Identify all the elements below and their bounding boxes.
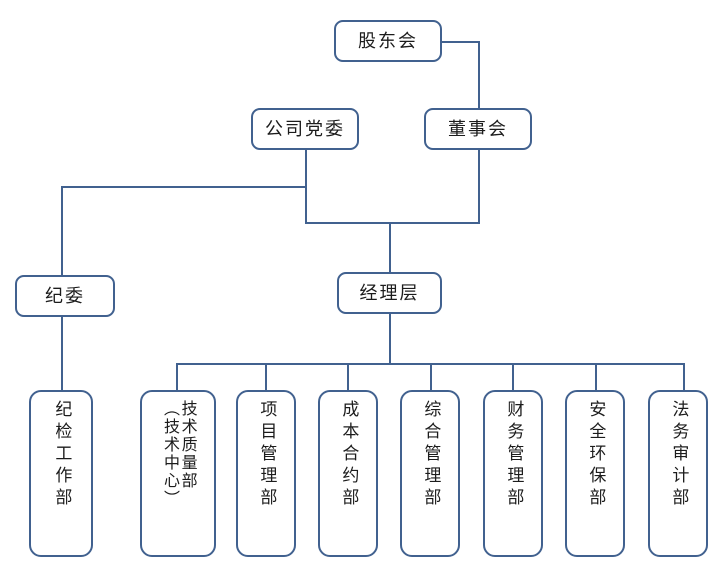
connector-shareholders-to-board-horizontal [442,41,480,43]
connector-drop-project-mgmt [265,363,267,390]
node-finance-mgmt-dept[interactable]: 财务管理部 [483,390,543,557]
connector-drop-finance-mgmt [512,363,514,390]
node-shareholders-meeting[interactable]: 股东会 [334,20,442,62]
node-board-of-directors[interactable]: 董事会 [424,108,532,150]
node-cost-contract-dept[interactable]: 成本合约部 [318,390,378,557]
connector-leadership-junction-bar [305,222,480,224]
node-legal-audit-dept[interactable]: 法务审计部 [648,390,708,557]
connector-drop-legal-audit [683,363,685,390]
connector-discipline-to-work-dept [61,317,63,390]
node-label: 项目管理部 [257,400,277,510]
node-label: 安全环保部 [586,400,606,510]
connector-to-management-stem [389,222,391,274]
connector-management-down [389,314,391,365]
node-party-committee[interactable]: 公司党委 [251,108,359,150]
node-label: 董事会 [448,118,508,139]
node-safety-env-dept[interactable]: 安全环保部 [565,390,625,557]
node-label: 财务管理部 [504,400,524,510]
node-management-level[interactable]: 经理层 [337,272,442,314]
node-tech-quality-dept[interactable]: （技术中心） 技术质量部 [140,390,216,557]
node-project-mgmt-dept[interactable]: 项目管理部 [236,390,296,557]
connector-drop-general-mgmt [430,363,432,390]
node-label: 综合管理部 [421,400,441,510]
node-discipline-commission[interactable]: 纪委 [15,275,115,317]
node-label: 股东会 [358,30,418,51]
node-label-secondary: （技术中心） [161,400,178,508]
node-label: 经理层 [359,282,420,303]
connector-discipline-branch-horizontal [61,186,307,188]
connector-drop-safety-env [595,363,597,390]
connector-discipline-branch-vertical [61,186,63,275]
node-label: 公司党委 [265,118,345,139]
connector-drop-tech-quality [176,363,178,390]
connector-drop-cost-contract [347,363,349,390]
node-discipline-work-dept[interactable]: 纪检工作部 [29,390,93,557]
node-label: 纪检工作部 [52,400,72,510]
node-label: 纪委 [45,285,85,306]
connector-shareholders-to-board-vertical [478,41,480,108]
node-label: 成本合约部 [339,400,359,510]
node-label: 技术质量部 [178,400,196,490]
node-label: 法务审计部 [669,400,689,510]
connector-board-down [478,150,480,224]
node-general-mgmt-dept[interactable]: 综合管理部 [400,390,460,557]
